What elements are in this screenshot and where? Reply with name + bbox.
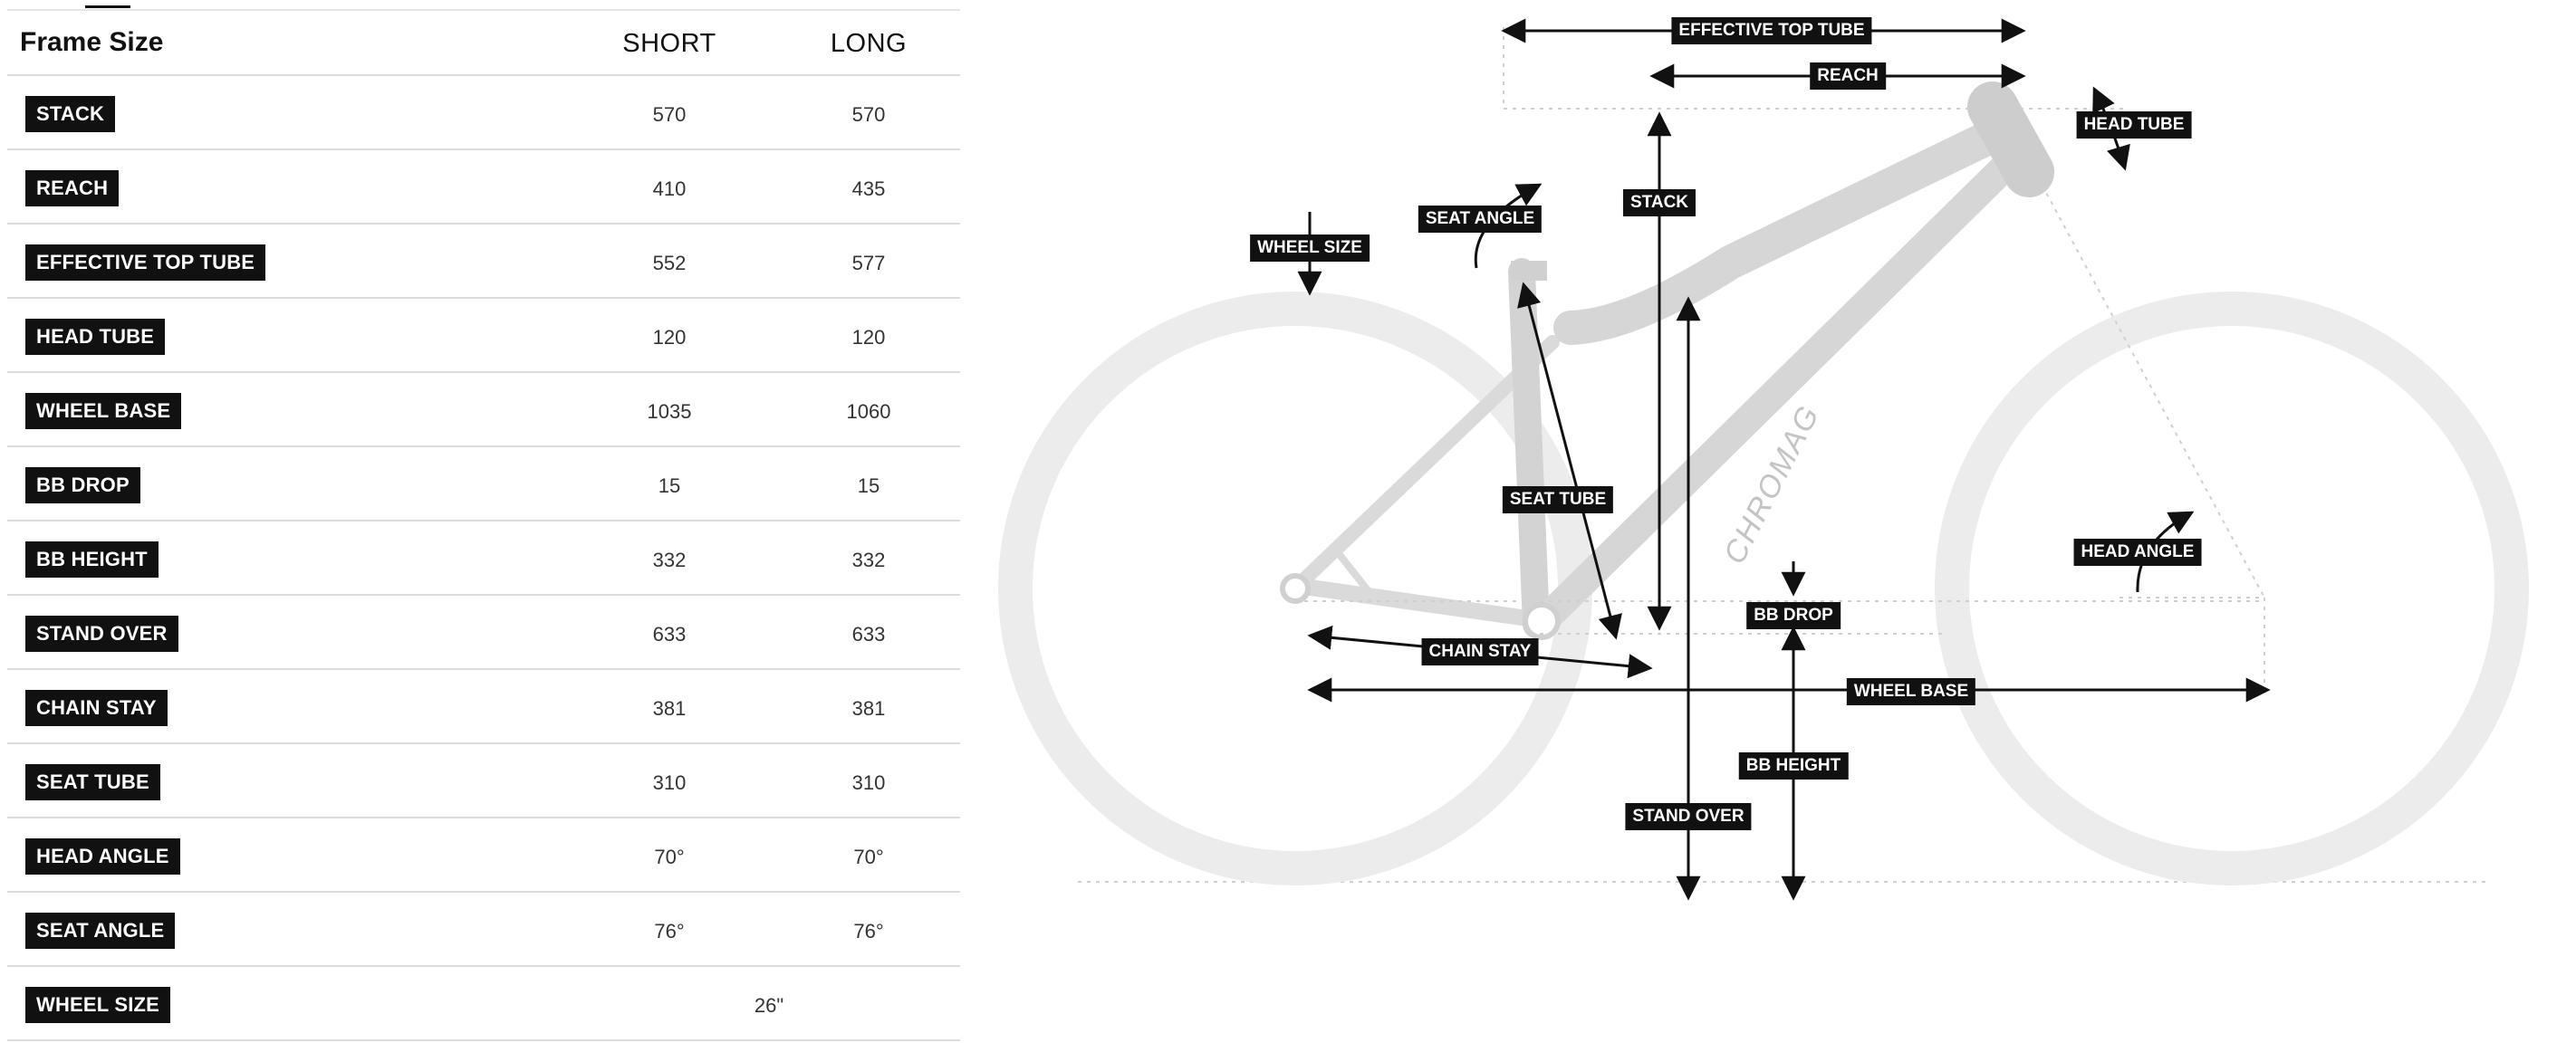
short-value: 633 xyxy=(652,623,687,646)
row-label-badge: STACK xyxy=(25,96,116,132)
column-long-heading[interactable]: LONG xyxy=(830,29,908,58)
short-value: 15 xyxy=(658,474,681,497)
table-row-seat-angle: SEAT ANGLE 76° 76° xyxy=(7,893,960,967)
column-short-heading[interactable]: SHORT xyxy=(622,29,716,58)
bike-diagram-svg: CHROMAG xyxy=(998,18,2529,901)
long-value: 570 xyxy=(851,103,886,126)
table-row-chain-stay: CHAIN STAY 381 381 xyxy=(7,670,960,744)
short-value: 332 xyxy=(652,549,687,571)
brace xyxy=(1337,552,1371,594)
long-value: 577 xyxy=(851,252,886,274)
rear-axle xyxy=(1280,573,1311,604)
label-wheel-size: WHEEL SIZE xyxy=(1250,234,1370,262)
merged-value: 26" xyxy=(754,994,784,1017)
long-value: 1060 xyxy=(846,400,891,423)
label-seat-tube: SEAT TUBE xyxy=(1502,486,1614,513)
row-label-badge: SEAT TUBE xyxy=(25,764,160,800)
table-row-head-tube: HEAD TUBE 120 120 xyxy=(7,299,960,373)
long-value: 120 xyxy=(851,326,886,349)
row-label-badge: STAND OVER xyxy=(25,616,178,652)
table-row-effective-top-tube: EFFECTIVE TOP TUBE 552 577 xyxy=(7,225,960,299)
table-row-wheel-base: WHEEL BASE 1035 1060 xyxy=(7,373,960,447)
long-value: 332 xyxy=(851,549,886,571)
front-wheel xyxy=(1935,292,2529,885)
label-wheel-base: WHEEL BASE xyxy=(1846,678,1976,705)
short-value: 1035 xyxy=(647,400,692,423)
label-stand-over: STAND OVER xyxy=(1625,803,1752,830)
long-value: 435 xyxy=(851,177,886,200)
short-value: 410 xyxy=(652,177,687,200)
long-value: 70° xyxy=(853,846,884,868)
row-label-badge: EFFECTIVE TOP TUBE xyxy=(25,244,266,281)
label-bb-height: BB HEIGHT xyxy=(1738,752,1849,780)
short-value: 70° xyxy=(654,846,685,868)
row-label-badge: BB HEIGHT xyxy=(25,541,159,578)
label-head-tube: HEAD TUBE xyxy=(2076,111,2192,139)
label-seat-angle: SEAT ANGLE xyxy=(1418,206,1543,233)
bottom-bracket xyxy=(1523,602,1561,640)
table-row-head-angle: HEAD ANGLE 70° 70° xyxy=(7,818,960,893)
active-tab-indicator xyxy=(85,5,130,8)
table-row-wheel-size: WHEEL SIZE 26" xyxy=(7,967,960,1041)
head-tube xyxy=(1967,81,2054,197)
label-head-angle: HEAD ANGLE xyxy=(2073,539,2202,566)
short-value: 552 xyxy=(652,252,687,274)
short-value: 310 xyxy=(652,771,687,794)
short-value: 570 xyxy=(652,103,687,126)
bike-frame xyxy=(1280,81,2054,640)
row-label-badge: REACH xyxy=(25,170,120,206)
label-chain-stay: CHAIN STAY xyxy=(1421,638,1539,665)
geometry-diagram: CHROMAG EFFE xyxy=(996,0,2576,1043)
row-label-badge: WHEEL SIZE xyxy=(25,987,171,1023)
row-label-badge: SEAT ANGLE xyxy=(25,913,176,949)
label-bb-drop: BB DROP xyxy=(1746,602,1841,629)
label-reach: REACH xyxy=(1810,62,1886,90)
table-row-stand-over: STAND OVER 633 633 xyxy=(7,596,960,670)
row-label-badge: BB DROP xyxy=(25,467,140,503)
label-stack: STACK xyxy=(1622,189,1697,216)
short-value: 76° xyxy=(654,920,685,943)
chain-stay-tube xyxy=(1296,579,1555,629)
seat-stay-tube xyxy=(1297,335,1560,587)
long-value: 381 xyxy=(851,697,886,720)
long-value: 633 xyxy=(851,623,886,646)
long-value: 310 xyxy=(851,771,886,794)
short-value: 120 xyxy=(652,326,687,349)
frame-size-heading: Frame Size xyxy=(20,27,164,57)
table-row-stack: STACK 570 570 xyxy=(7,76,960,150)
table-row-bb-height: BB HEIGHT 332 332 xyxy=(7,522,960,596)
row-label-badge: CHAIN STAY xyxy=(25,690,168,726)
table-row-seat-tube: SEAT TUBE 310 310 xyxy=(7,744,960,818)
table-header-row: Frame Size SHORT LONG xyxy=(7,9,960,76)
long-value: 15 xyxy=(857,474,880,497)
table-row-reach: REACH 410 435 xyxy=(7,150,960,225)
seat-tube-arrow xyxy=(1517,282,1622,640)
short-value: 381 xyxy=(652,697,687,720)
row-label-badge: HEAD TUBE xyxy=(25,319,166,355)
row-label-badge: HEAD ANGLE xyxy=(25,838,180,875)
label-effective-top-tube: EFFECTIVE TOP TUBE xyxy=(1671,17,1872,44)
table-row-bb-drop: BB DROP 15 15 xyxy=(7,447,960,522)
seat-collar xyxy=(1511,261,1547,281)
long-value: 76° xyxy=(853,920,884,943)
row-label-badge: WHEEL BASE xyxy=(25,393,182,429)
